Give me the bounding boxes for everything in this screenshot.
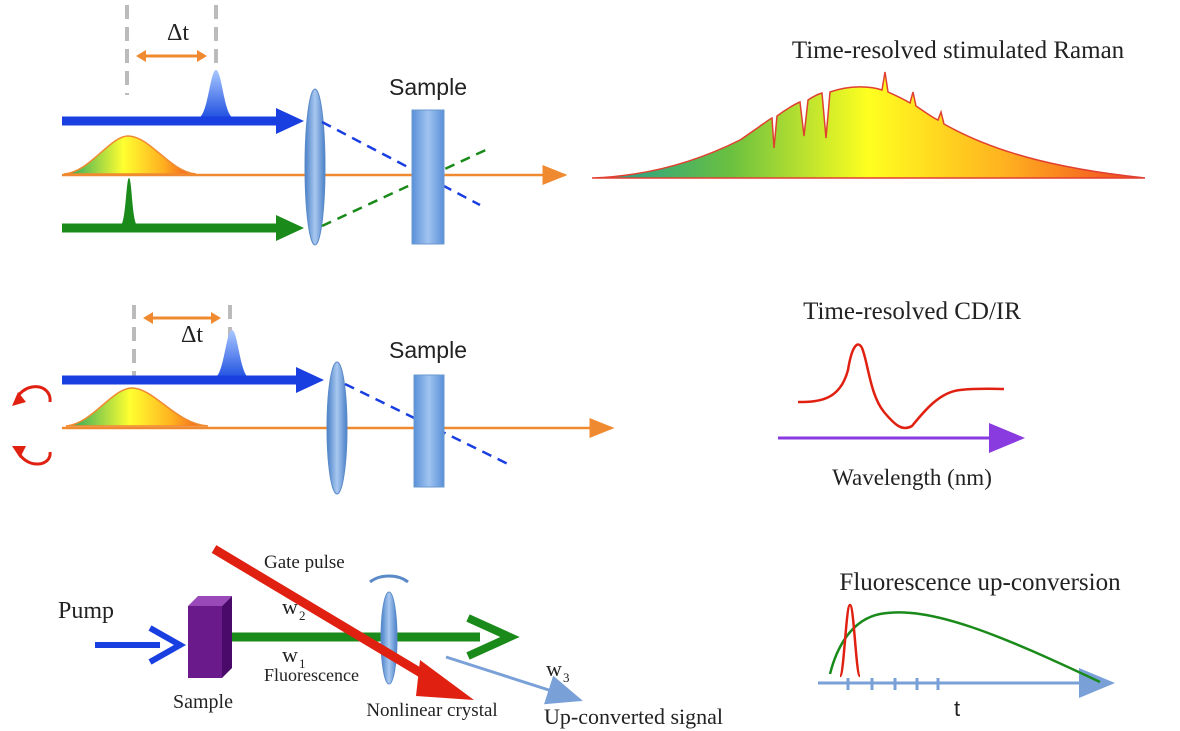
time-axis-label: t (954, 696, 960, 721)
spectrum-title: Time-resolved stimulated Raman (792, 37, 1125, 64)
svg-text:3: 3 (563, 670, 570, 685)
gate-pulse-spike (838, 603, 862, 678)
time-axis-ticks (846, 678, 940, 690)
blue-dashed-path (321, 120, 481, 207)
lens-2 (326, 361, 348, 495)
fluorescence-decay-curve (828, 611, 1101, 684)
sample-cell-2 (413, 374, 445, 488)
fluorescence-label: Fluorescence (264, 665, 359, 685)
probe-pulse (63, 135, 197, 175)
circular-polarization-icon (16, 385, 52, 403)
delay-label-2: Δt (181, 322, 203, 348)
gate-pulse-label: Gate pulse (264, 552, 345, 573)
probe-pulse-2 (65, 387, 209, 427)
sample-label: Sample (389, 74, 467, 100)
sample-label-2: Sample (389, 337, 467, 363)
lens (304, 88, 326, 246)
cd-ir-title: Time-resolved CD/IR (803, 298, 1021, 325)
pump-label: Pump (58, 598, 114, 624)
pump-pulse (198, 70, 234, 118)
wavelength-axis-label: Wavelength (nm) (832, 465, 992, 490)
cd-ir-curve (797, 343, 1005, 430)
svg-text:1: 1 (299, 656, 306, 671)
delay-label: Δt (167, 20, 189, 46)
raman-pulse (120, 178, 138, 226)
gate-pulse-beam (211, 545, 449, 692)
fluorescence-sample-cube (188, 596, 232, 678)
raman-spectrum (591, 71, 1146, 179)
green-dashed-path (321, 146, 491, 228)
sample-label-3: Sample (173, 691, 233, 713)
svg-text:w: w (546, 656, 562, 681)
svg-text:w: w (282, 642, 298, 667)
upconversion-plot-title: Fluorescence up-conversion (839, 569, 1121, 596)
panel-stimulated-raman: Δt Sample Time-resolved stimulated Raman (62, 5, 1146, 246)
lens-3 (380, 591, 398, 685)
crystal-label: Nonlinear crystal (366, 700, 497, 721)
lens-tilt-arc (369, 574, 409, 584)
svg-text:w: w (282, 594, 298, 619)
w3-label: w 3 (546, 656, 570, 685)
panel-fluorescence-upconversion: Pump Sample Gate pulse w 2 w 1 F (58, 545, 1121, 729)
pump-pulse-2 (214, 330, 250, 378)
panel-cd-ir: Δt Sample Time-resolved CD/IR Wavelength… (12, 298, 1025, 495)
w2-label: w 2 (282, 594, 306, 623)
svg-text:2: 2 (299, 608, 306, 623)
upconverted-signal-label: Up-converted signal (544, 704, 723, 729)
sample-cell (411, 109, 445, 245)
circular-polarization-icon-2 (16, 451, 52, 466)
upconverted-beam (445, 655, 583, 705)
w1-label: w 1 (282, 642, 306, 671)
